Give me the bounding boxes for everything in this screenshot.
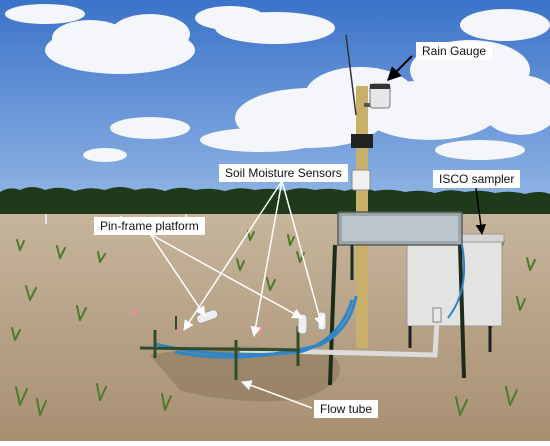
rain-gauge-label: Rain Gauge [416, 42, 493, 60]
logger-box [351, 134, 373, 148]
flow-tube-label: Flow tube [314, 400, 379, 418]
enclosure [328, 211, 466, 386]
plumbing [154, 244, 466, 359]
pin-frame-platform-label: Pin-frame platform [94, 217, 205, 235]
sensor-box [351, 169, 371, 191]
corn-rows [11, 230, 536, 416]
isco-sampler-label: ISCO sampler [433, 170, 521, 188]
soil-moisture-sensors-label: Soil Moisture Sensors [219, 164, 348, 182]
pin-frame-platform [139, 316, 301, 380]
furrow [150, 346, 340, 402]
antenna [345, 34, 357, 116]
annotation-arrows [149, 55, 486, 409]
